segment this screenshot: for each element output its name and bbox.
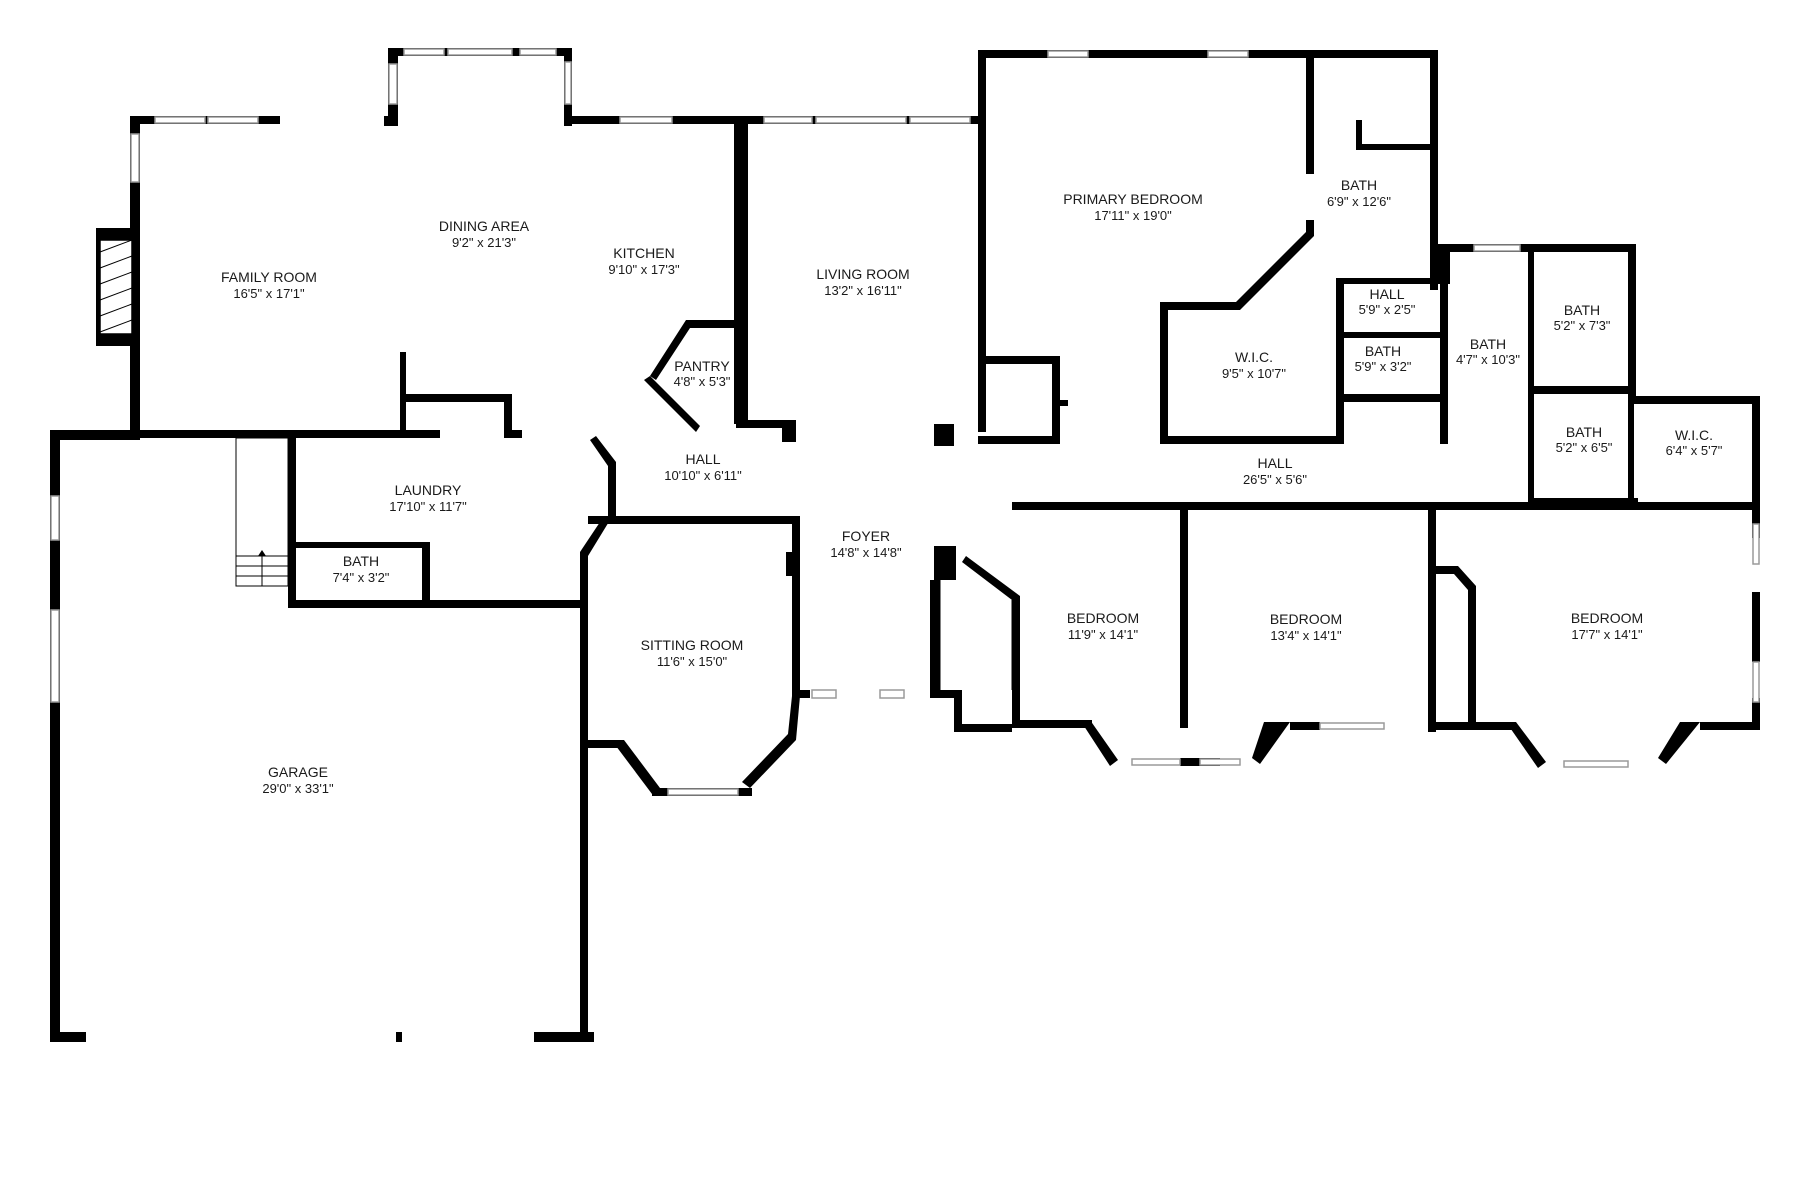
wic-primary-dims: 9'5" x 10'7" bbox=[1222, 366, 1286, 381]
living-room-dims: 13'2" x 16'11" bbox=[824, 283, 902, 298]
bath-middle-name: BATH bbox=[1470, 336, 1506, 352]
dining-area-dims: 9'2" x 21'3" bbox=[452, 235, 516, 250]
sitting-room-name: SITTING ROOM bbox=[641, 637, 744, 653]
kitchen-name: KITCHEN bbox=[613, 245, 674, 261]
bath-primary-dims: 6'9" x 12'6" bbox=[1327, 194, 1391, 209]
family-room-dims: 16'5" x 17'1" bbox=[233, 286, 305, 301]
bath-middle-dims: 4'7" x 10'3" bbox=[1456, 352, 1520, 367]
foyer-name: FOYER bbox=[842, 528, 890, 544]
windows bbox=[50, 48, 1760, 796]
hall-west-dims: 10'10" x 6'11" bbox=[664, 468, 742, 483]
dining-area-name: DINING AREA bbox=[439, 218, 530, 234]
garage-dims: 29'0" x 33'1" bbox=[262, 781, 334, 796]
bath-primary-name: BATH bbox=[1341, 177, 1377, 193]
hall-small-dims: 5'9" x 2'5" bbox=[1359, 302, 1416, 317]
pantry-name: PANTRY bbox=[674, 358, 730, 374]
primary-bedroom-dims: 17'11" x 19'0" bbox=[1094, 208, 1172, 223]
bath-laundry-name: BATH bbox=[343, 553, 379, 569]
laundry-dims: 17'10" x 11'7" bbox=[389, 499, 467, 514]
hall-west-name: HALL bbox=[685, 451, 720, 467]
laundry-name: LAUNDRY bbox=[395, 482, 462, 498]
bedroom-1-name: BEDROOM bbox=[1067, 610, 1139, 626]
family-room-name: FAMILY ROOM bbox=[221, 269, 317, 285]
wic-right-name: W.I.C. bbox=[1675, 427, 1713, 443]
bath-laundry-dims: 7'4" x 3'2" bbox=[333, 570, 390, 585]
bedroom-2-name: BEDROOM bbox=[1270, 611, 1342, 627]
bedroom-2-dims: 13'4" x 14'1" bbox=[1270, 628, 1342, 643]
bath-small-dims: 5'9" x 3'2" bbox=[1355, 359, 1412, 374]
bath-lower-right-dims: 5'2" x 6'5" bbox=[1556, 440, 1613, 455]
hall-small-name: HALL bbox=[1369, 286, 1404, 302]
foyer-dims: 14'8" x 14'8" bbox=[830, 545, 902, 560]
pantry-dims: 4'8" x 5'3" bbox=[674, 374, 731, 389]
bath-upper-right-name: BATH bbox=[1564, 302, 1600, 318]
kitchen-dims: 9'10" x 17'3" bbox=[608, 262, 680, 277]
wic-right-dims: 6'4" x 5'7" bbox=[1666, 443, 1723, 458]
sitting-room-dims: 11'6" x 15'0" bbox=[657, 654, 728, 669]
hall-east-name: HALL bbox=[1257, 455, 1292, 471]
bedroom-1-dims: 11'9" x 14'1" bbox=[1068, 627, 1139, 642]
living-room-name: LIVING ROOM bbox=[816, 266, 909, 282]
primary-bedroom-name: PRIMARY BEDROOM bbox=[1063, 191, 1203, 207]
fixtures bbox=[99, 239, 1013, 690]
bedroom-3-name: BEDROOM bbox=[1571, 610, 1643, 626]
bath-lower-right-name: BATH bbox=[1566, 424, 1602, 440]
bedroom-3-dims: 17'7" x 14'1" bbox=[1571, 627, 1643, 642]
wic-primary-name: W.I.C. bbox=[1235, 349, 1273, 365]
room-labels: FAMILY ROOM 16'5" x 17'1" DINING AREA 9'… bbox=[221, 177, 1723, 796]
bath-upper-right-dims: 5'2" x 7'3" bbox=[1554, 318, 1611, 333]
walls bbox=[50, 48, 1760, 1042]
hall-east-dims: 26'5" x 5'6" bbox=[1243, 472, 1307, 487]
bath-small-name: BATH bbox=[1365, 343, 1401, 359]
garage-name: GARAGE bbox=[268, 764, 328, 780]
